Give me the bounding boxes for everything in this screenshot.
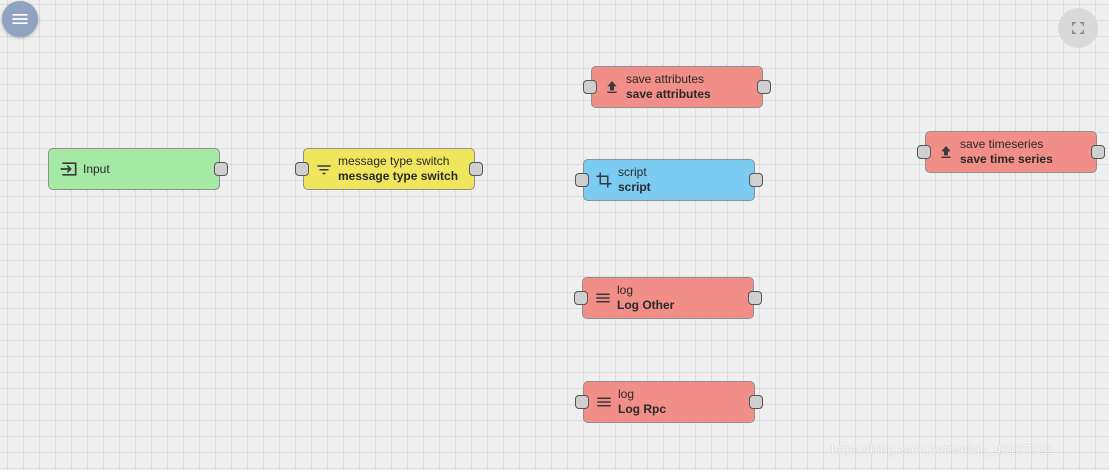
fullscreen-icon xyxy=(1072,22,1084,34)
input-port[interactable] xyxy=(295,162,309,176)
node-name: Log Rpc xyxy=(618,402,666,416)
upload-icon xyxy=(936,142,956,162)
node-name: message type switch xyxy=(338,169,459,183)
output-port[interactable] xyxy=(214,162,228,176)
input-icon xyxy=(59,159,79,179)
node-type: log xyxy=(618,387,635,401)
output-port[interactable] xyxy=(469,162,483,176)
node-type: save timeseries xyxy=(960,137,1044,151)
input-port[interactable] xyxy=(917,145,931,159)
upload-icon xyxy=(602,77,622,97)
node-name: save attributes xyxy=(626,87,711,101)
output-port[interactable] xyxy=(1091,145,1105,159)
rule-node-input[interactable]: Input xyxy=(48,148,228,190)
input-port[interactable] xyxy=(574,291,588,305)
rule-node-script[interactable]: script script xyxy=(575,159,763,201)
fullscreen-button[interactable] xyxy=(1058,8,1098,48)
output-port[interactable] xyxy=(749,173,763,187)
rule-node-save-timeseries[interactable]: save timeseries save time series xyxy=(917,131,1105,173)
rule-node-save-attributes[interactable]: save attributes save attributes xyxy=(583,66,771,108)
menu-button[interactable] xyxy=(2,1,38,37)
node-type: save attributes xyxy=(626,72,705,86)
rule-node-message-type-switch[interactable]: message type switch message type switch xyxy=(295,148,483,190)
watermark: https://blog.csdn.net/weixin_43137722 xyxy=(831,442,1053,457)
node-type: script xyxy=(618,165,647,179)
input-port[interactable] xyxy=(583,80,597,94)
rule-node-log-other[interactable]: log Log Other xyxy=(574,277,762,319)
transform-icon xyxy=(594,170,614,190)
output-port[interactable] xyxy=(757,80,771,94)
node-name: Log Other xyxy=(617,298,675,312)
menu-lines-icon xyxy=(594,392,614,412)
input-port[interactable] xyxy=(575,395,589,409)
input-port[interactable] xyxy=(575,173,589,187)
hamburger-menu-icon xyxy=(12,14,28,24)
menu-lines-icon xyxy=(593,288,613,308)
node-type: message type switch xyxy=(338,154,450,168)
rule-node-log-rpc[interactable]: log Log Rpc xyxy=(575,381,763,423)
filter-icon xyxy=(314,159,334,179)
node-name: save time series xyxy=(960,152,1053,166)
node-label: Input xyxy=(83,161,110,176)
node-type: log xyxy=(617,283,634,297)
output-port[interactable] xyxy=(748,291,762,305)
output-port[interactable] xyxy=(749,395,763,409)
node-name: script xyxy=(618,180,651,194)
